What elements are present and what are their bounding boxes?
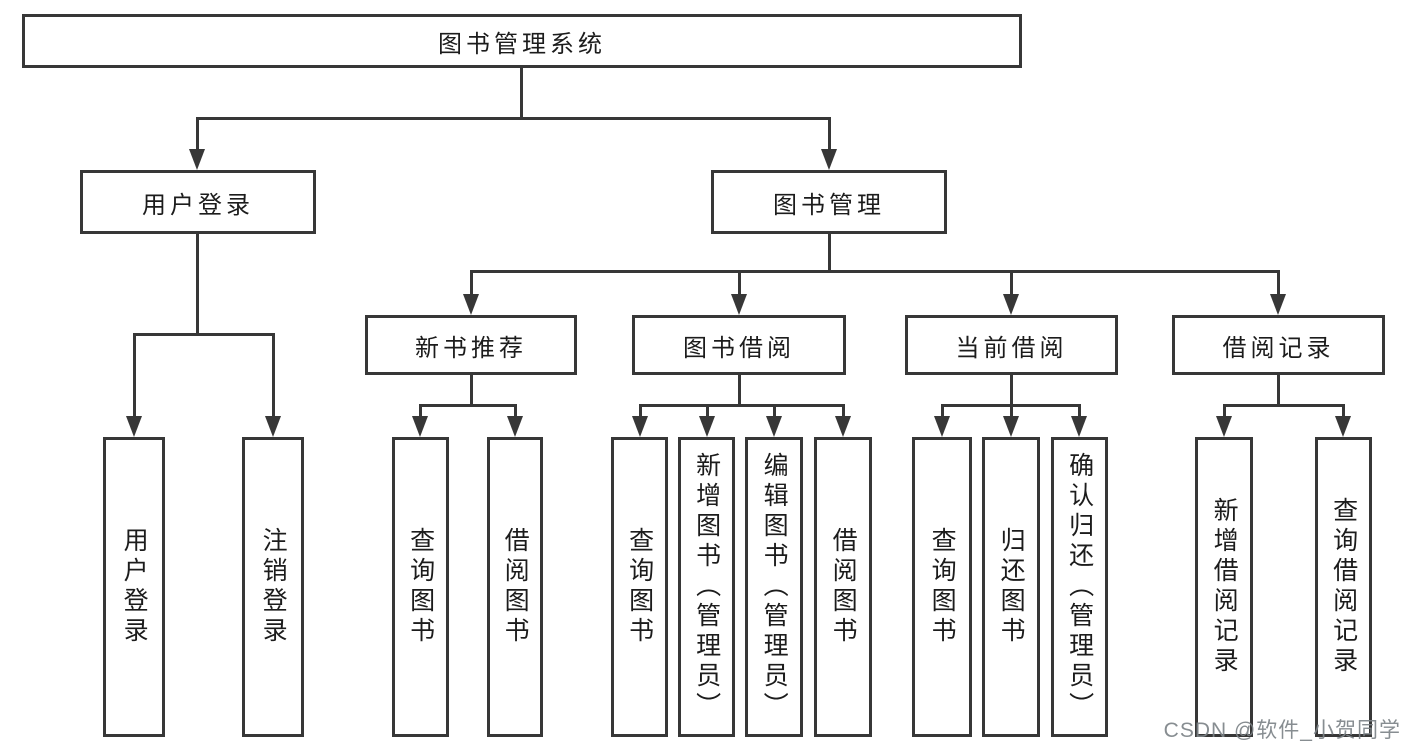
connector-stem	[514, 404, 517, 419]
node-book-management: 图书管理	[711, 170, 947, 234]
leaf-borrowing-add-books-admin: 新增图书（管理员）	[678, 437, 735, 737]
leaf-label: 归还图书	[997, 527, 1026, 647]
arrow-down-icon	[1335, 416, 1351, 437]
connector-stem	[470, 270, 473, 297]
leaf-label: 新增图书（管理员）	[692, 452, 721, 722]
leaf-label: 借阅图书	[501, 527, 530, 647]
connector-stem	[1078, 404, 1081, 419]
node-label: 用户登录	[142, 191, 254, 219]
leaf-label: 借阅图书	[829, 527, 858, 647]
connector-rail	[1223, 404, 1345, 407]
arrow-down-icon	[699, 416, 715, 437]
connector-stem	[1010, 404, 1013, 419]
connector-stem	[941, 404, 944, 419]
connector-stem	[639, 404, 642, 419]
connector-drop	[470, 375, 473, 407]
node-label: 借阅记录	[1222, 334, 1335, 362]
leaf-records-query-borrow-record: 查询借阅记录	[1315, 437, 1372, 737]
leaf-borrowing-edit-books-admin: 编辑图书（管理员）	[745, 437, 803, 737]
arrow-down-icon	[126, 416, 142, 437]
leaf-label: 查询借阅记录	[1329, 497, 1358, 677]
connector-stem	[272, 333, 275, 419]
arrow-down-icon	[835, 416, 851, 437]
node-current-borrowing: 当前借阅	[905, 315, 1118, 375]
leaf-label: 注销登录	[259, 527, 288, 647]
connector-drop	[1277, 375, 1280, 407]
connector-drop	[738, 375, 741, 407]
leaf-current-confirm-return-admin: 确认归还（管理员）	[1051, 437, 1108, 737]
arrow-down-icon	[463, 294, 479, 315]
leaf-recommend-borrow-books: 借阅图书	[487, 437, 543, 737]
arrow-down-icon	[632, 416, 648, 437]
leaf-current-return-books: 归还图书	[982, 437, 1040, 737]
connector-stem	[133, 333, 136, 419]
connector-level3-rail	[470, 270, 1280, 273]
arrow-down-icon	[1003, 294, 1019, 315]
node-library-management-system: 图书管理系统	[22, 14, 1022, 68]
arrow-down-icon	[507, 416, 523, 437]
connector-stem	[842, 404, 845, 419]
arrow-down-icon	[265, 416, 281, 437]
arrow-down-icon	[934, 416, 950, 437]
connector-rail	[419, 404, 517, 407]
arrow-down-icon	[1071, 416, 1087, 437]
arrow-down-icon	[731, 294, 747, 315]
connector-rail	[639, 404, 845, 407]
leaf-label: 确认归还（管理员）	[1065, 452, 1094, 722]
leaf-label: 编辑图书（管理员）	[760, 452, 789, 722]
connector-stem	[196, 117, 199, 152]
node-label: 新书推荐	[415, 334, 527, 362]
connector-drop	[828, 234, 831, 272]
connector-stem	[1223, 404, 1226, 419]
connector-drop	[196, 234, 199, 335]
node-label: 图书管理	[773, 191, 885, 219]
leaf-label: 查询图书	[928, 527, 957, 647]
csdn-watermark: CSDN @软件_小贺同学	[1163, 719, 1401, 742]
leaf-user-login: 用户登录	[103, 437, 165, 737]
connector-level2-rail	[196, 117, 831, 120]
connector-stem	[419, 404, 422, 419]
leaf-borrowing-borrow-books: 借阅图书	[814, 437, 872, 737]
connector-stem	[773, 404, 776, 419]
node-label: 图书管理系统	[438, 30, 606, 58]
node-book-borrowing: 图书借阅	[632, 315, 846, 375]
arrow-down-icon	[1003, 416, 1019, 437]
node-label: 图书借阅	[683, 334, 795, 362]
arrow-down-icon	[412, 416, 428, 437]
leaf-records-add-borrow-record: 新增借阅记录	[1195, 437, 1253, 737]
arrow-down-icon	[189, 149, 205, 170]
leaf-recommend-query-books: 查询图书	[392, 437, 449, 737]
node-user-login: 用户登录	[80, 170, 316, 234]
leaf-label: 查询图书	[406, 527, 435, 647]
connector-stem	[828, 117, 831, 152]
arrow-down-icon	[821, 149, 837, 170]
connector-root-drop	[520, 68, 523, 120]
connector-stem	[738, 270, 741, 297]
connector-stem	[1277, 270, 1280, 297]
connector-drop	[1010, 375, 1013, 407]
node-new-book-recommendation: 新书推荐	[365, 315, 577, 375]
arrow-down-icon	[766, 416, 782, 437]
leaf-label: 新增借阅记录	[1210, 497, 1239, 677]
leaf-current-query-books: 查询图书	[912, 437, 972, 737]
leaf-logout: 注销登录	[242, 437, 304, 737]
connector-stem	[1342, 404, 1345, 419]
arrow-down-icon	[1216, 416, 1232, 437]
connector-stem	[706, 404, 709, 419]
leaf-borrowing-query-books: 查询图书	[611, 437, 668, 737]
leaf-label: 用户登录	[120, 527, 149, 647]
node-label: 当前借阅	[955, 334, 1068, 362]
leaf-label: 查询图书	[625, 527, 654, 647]
connector-stem	[1010, 270, 1013, 297]
connector-rail	[133, 333, 275, 336]
arrow-down-icon	[1270, 294, 1286, 315]
node-borrowing-records: 借阅记录	[1172, 315, 1385, 375]
